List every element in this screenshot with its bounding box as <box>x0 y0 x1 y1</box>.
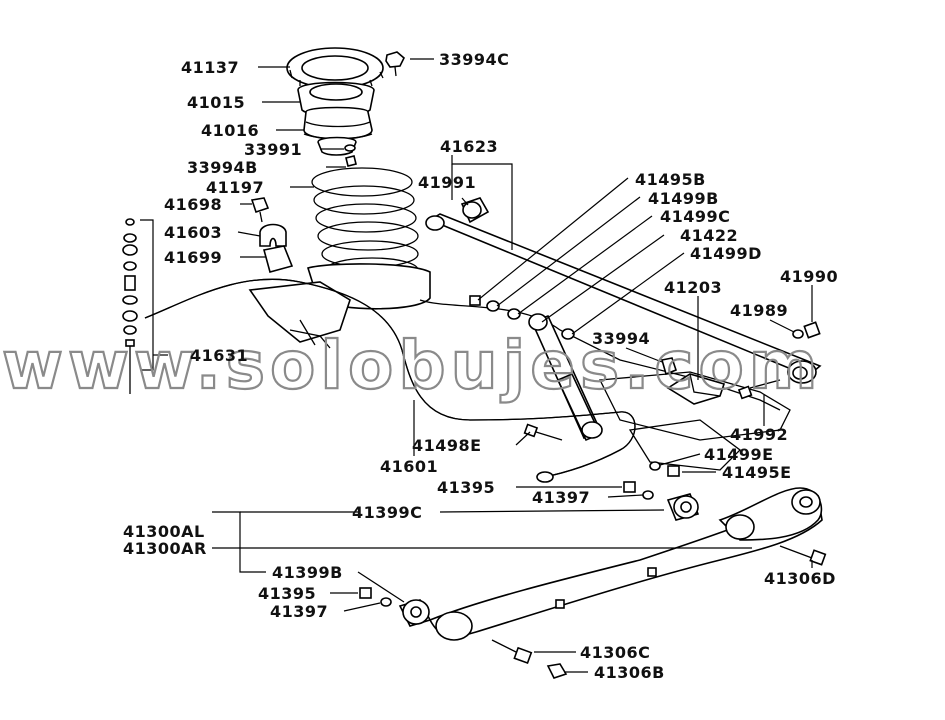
bump-stopper-part <box>303 106 373 156</box>
washer-41499e-part <box>649 461 661 471</box>
bushing-41399b-part <box>398 599 432 627</box>
label-41397-upper: 41397 <box>532 488 590 507</box>
label-41499c: 41499C <box>660 207 730 226</box>
label-33991: 33991 <box>244 140 302 159</box>
bracket-41203-part <box>666 373 726 405</box>
label-41306d: 41306D <box>764 569 836 588</box>
spring-seat-part <box>286 47 384 94</box>
bushing-41395a-part <box>623 481 636 493</box>
label-33994c: 33994C <box>439 50 509 69</box>
bolt-41306d-part <box>779 545 827 566</box>
stabilizer-link-kit-part <box>122 218 138 394</box>
label-41137: 41137 <box>181 58 239 77</box>
nut-33994b-part <box>345 155 357 167</box>
bushing-41495b-part <box>469 295 481 306</box>
washer-33991-part <box>344 144 356 152</box>
label-41495e: 41495E <box>722 463 792 482</box>
shock-absorber-part <box>528 313 603 442</box>
label-41989: 41989 <box>730 301 788 320</box>
label-41699: 41699 <box>164 248 222 267</box>
label-33994b: 33994B <box>187 158 258 177</box>
bushing-41991-part <box>460 197 490 224</box>
label-41991: 41991 <box>418 173 476 192</box>
bushing-41495e-part <box>667 465 680 477</box>
label-41306b: 41306B <box>594 663 665 682</box>
label-41306c: 41306C <box>580 643 650 662</box>
label-41631: 41631 <box>190 346 248 365</box>
label-41992: 41992 <box>730 425 788 444</box>
washer-41989-part <box>792 329 804 339</box>
washer-41499d-part <box>561 328 575 340</box>
bushing-41399c-part <box>666 493 700 521</box>
label-41698: 41698 <box>164 195 222 214</box>
bolt-41306c-part <box>491 639 533 665</box>
label-41601: 41601 <box>380 457 438 476</box>
nut-33994c-part <box>385 51 405 77</box>
label-41300al: 41300AL <box>123 522 205 541</box>
washer-41499b-part <box>486 300 500 312</box>
label-41495b: 41495B <box>635 170 706 189</box>
watermark-text: www.solobujes.com <box>2 327 823 404</box>
label-41399b: 41399B <box>272 563 343 582</box>
bolt-41992-part <box>737 379 781 400</box>
washer-41499c-part <box>507 308 521 320</box>
stabilizer-bar-part <box>144 278 636 483</box>
label-41422: 41422 <box>680 226 738 245</box>
lower-arm-part <box>428 487 823 641</box>
label-41197: 41197 <box>206 178 264 197</box>
leader-lines <box>140 58 813 673</box>
bushing-41990-part <box>803 321 821 339</box>
axle-bracket-part <box>248 263 791 471</box>
washer-41397a-part <box>642 490 654 500</box>
label-41499d: 41499D <box>690 244 762 263</box>
washer-41397b-part <box>380 597 392 607</box>
nut-41306b-part <box>546 663 568 679</box>
label-41397-lower: 41397 <box>270 602 328 621</box>
bolt-41698-part <box>250 197 270 223</box>
stabilizer-bushing-part <box>263 245 294 273</box>
bolt-33994-part <box>660 357 677 376</box>
label-41203: 41203 <box>664 278 722 297</box>
label-41499e: 41499E <box>704 445 774 464</box>
label-41395-lower: 41395 <box>258 584 316 603</box>
label-41300ar: 41300AR <box>123 539 207 558</box>
label-41499b: 41499B <box>648 189 719 208</box>
label-41498e: 41498E <box>412 436 482 455</box>
label-41603: 41603 <box>164 223 222 242</box>
stabilizer-bracket-part <box>259 223 287 247</box>
label-41623: 41623 <box>440 137 498 156</box>
bushing-41395b-part <box>359 587 372 599</box>
part-labels: 41137 33994C 41015 41016 33991 33994B 41… <box>123 50 838 682</box>
label-41990: 41990 <box>780 267 838 286</box>
bolt-41498e-part <box>523 423 563 441</box>
label-33994: 33994 <box>592 329 650 348</box>
label-41015: 41015 <box>187 93 245 112</box>
label-41399c: 41399C <box>352 503 422 522</box>
label-41395-upper: 41395 <box>437 478 495 497</box>
label-41016: 41016 <box>201 121 259 140</box>
